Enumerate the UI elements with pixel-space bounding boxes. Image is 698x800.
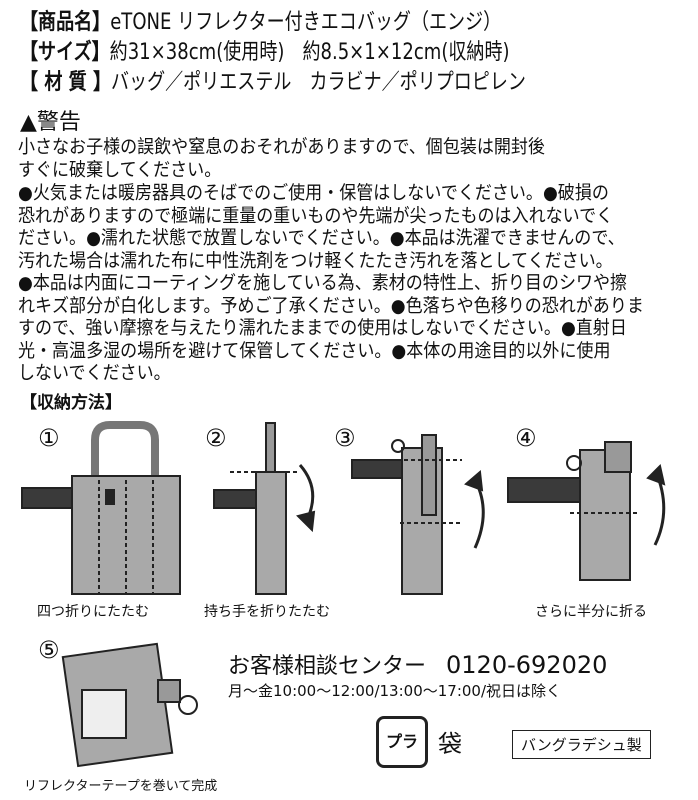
step-4-caption: さらに半分に折る <box>535 604 647 620</box>
step-5-number: ⑤ <box>38 636 60 664</box>
step-1-illustration <box>21 421 181 595</box>
warning-icon: ▲ <box>20 110 37 135</box>
warning-intro: 小さなお子様の誤飲や窒息のおそれがありますので、個包装は開封後すぐに破棄してくだ… <box>18 137 545 181</box>
step-1-number: ① <box>38 424 60 452</box>
recycle-item: 袋 <box>438 730 462 758</box>
recycle-plastic-icon: プラ <box>376 716 428 768</box>
contact-phone: 0120-692020 <box>446 651 608 679</box>
step-1-caption: 四つ折りにたたむ <box>37 604 149 620</box>
step-3-illustration <box>351 434 485 595</box>
step-3-number: ③ <box>334 424 356 452</box>
storage-title: 【収納方法】 <box>20 393 122 413</box>
step-4-illustration <box>507 441 666 581</box>
step-5-caption: リフレクターテープを巻いて完成 <box>24 779 218 794</box>
spec-product-name: 【商品名】eTONE リフレクター付きエコバッグ（エンジ） <box>20 10 502 35</box>
step-4-number: ④ <box>515 424 537 452</box>
step-2-number: ② <box>205 424 227 452</box>
spec-material: 【 材 質 】バッグ／ポリエステル カラビナ／ポリプロピレン <box>20 70 526 95</box>
step-5-illustration <box>61 642 198 768</box>
step-2-caption: 持ち手を折りたたむ <box>204 604 330 620</box>
origin-label: バングラデシュ製 <box>512 730 651 759</box>
warning-body: ●火気または暖房器具のそばでのご使用・保管はしないでください。●破損の恐れがあり… <box>18 183 644 384</box>
spec-size: 【サイズ】約31×38cm(使用時) 約8.5×1×12cm(収納時) <box>20 40 510 65</box>
step-2-illustration <box>213 422 316 595</box>
warning-heading: ▲警告 <box>20 110 81 135</box>
contact-hours: 月〜金10:00〜12:00/13:00〜17:00/祝日は除く <box>228 682 562 700</box>
